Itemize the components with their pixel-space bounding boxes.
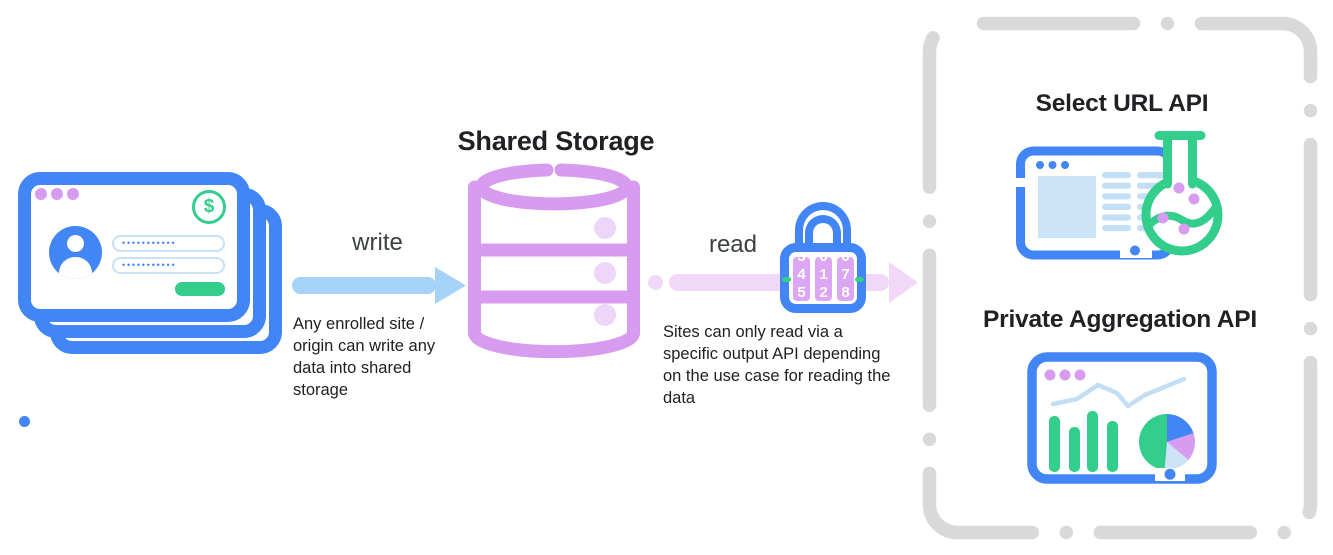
lock-dials: 545 012 078 xyxy=(793,257,854,301)
bar-chart-icon xyxy=(1049,411,1118,472)
password-field: ••••••••••• xyxy=(112,235,225,252)
login-window: $ ••••••••••• ••••••••••• xyxy=(18,172,250,435)
lock-shackle xyxy=(795,202,851,248)
lock-dial: 545 xyxy=(793,257,810,301)
lock-tick-left xyxy=(782,277,791,282)
write-label: write xyxy=(352,229,403,256)
shared-storage-title: Shared Storage xyxy=(457,126,655,156)
private-aggregation-api-icon xyxy=(1027,352,1217,484)
write-description: Any enrolled site / origin can write any… xyxy=(293,315,436,399)
window-dots-icon xyxy=(35,188,79,200)
submit-button xyxy=(175,282,225,296)
flask-icon xyxy=(1141,131,1223,256)
select-url-api-title: Select URL API xyxy=(1035,90,1209,117)
write-arrow-icon xyxy=(292,267,466,304)
dollar-glyph: $ xyxy=(203,196,215,217)
select-url-api-icon xyxy=(1016,131,1223,260)
password-field: ••••••••••• xyxy=(112,257,225,274)
database-icon xyxy=(468,163,640,359)
lock-tick-right xyxy=(855,277,864,282)
line-chart-icon xyxy=(1050,376,1187,409)
window-border-dot xyxy=(19,416,30,427)
read-label: read xyxy=(708,231,758,258)
lock-dial: 078 xyxy=(837,257,854,301)
output-boundary-dashed-border xyxy=(922,16,1318,540)
avatar-icon xyxy=(49,226,102,279)
read-description: Sites can only read via a specific outpu… xyxy=(663,323,891,407)
private-aggregation-api-title: Private Aggregation API xyxy=(982,306,1258,333)
lock-shackle-inner xyxy=(805,215,841,248)
combination-lock-icon: 545 012 078 xyxy=(773,196,873,321)
pie-chart-icon xyxy=(1138,413,1195,470)
dollar-badge-icon: $ xyxy=(192,190,226,224)
lock-dial: 012 xyxy=(815,257,832,301)
